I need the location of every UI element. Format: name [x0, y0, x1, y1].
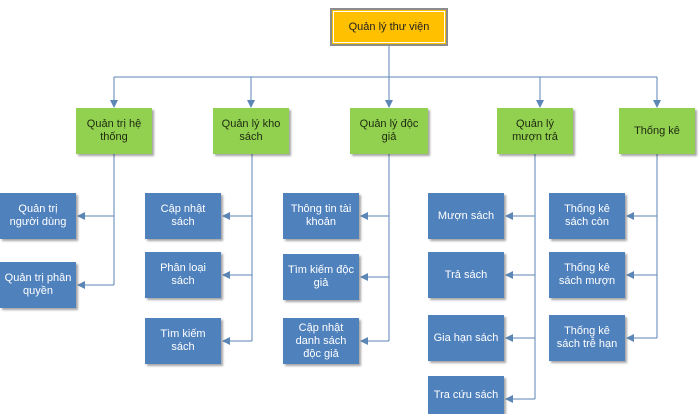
leaf-label: Tra cứu sách [433, 388, 499, 401]
leaf-thong-ke-sach-muon: Thống kê sách mượn [549, 252, 625, 298]
category-quan-tri-he-thong: Quản trị hệ thống [76, 108, 152, 154]
leaf-tim-kiem-doc-gia: Tìm kiếm độc giả [283, 254, 359, 300]
leaf-tra-sach: Trả sách [428, 252, 504, 298]
category-label: Quản lý độc giả [359, 118, 419, 143]
leaf-tim-kiem-sach: Tìm kiếm sách [145, 318, 221, 364]
leaf-phan-loai-sach: Phân loại sách [145, 252, 221, 298]
category-quan-ly-doc-gia: Quản lý độc giả [350, 108, 428, 154]
leaf-label: Cập nhật sách [160, 203, 206, 228]
category-thong-ke: Thống kê [619, 108, 695, 154]
leaf-label: Thống kê sách còn [564, 203, 610, 228]
category-label: Quản lý mượn trả [512, 118, 558, 143]
leaf-cap-nhat-danh-sach-doc-gia: Cập nhật danh sách độc giả [283, 318, 359, 364]
leaf-thong-ke-sach-con: Thống kê sách còn [549, 193, 625, 239]
leaf-label: Gia hạn sách [433, 331, 499, 344]
leaf-label: Phân loại sách [160, 262, 206, 287]
leaf-tra-cuu-sach: Tra cứu sách [428, 376, 504, 414]
leaf-label: Thông tin tài khoản [290, 203, 352, 228]
leaf-quan-tri-nguoi-dung: Quản trị người dùng [0, 193, 76, 239]
category-label: Quản lý kho sách [221, 118, 281, 143]
leaf-label: Tìm kiếm độc giả [287, 264, 354, 289]
category-label: Thống kê [634, 124, 680, 137]
root-node: Quản lý thư viện [330, 8, 448, 46]
category-quan-ly-muon-tra: Quản lý mượn trả [497, 108, 573, 154]
leaf-label: Trả sách [444, 268, 488, 281]
leaf-thong-ke-sach-tre-han: Thống kê sách trễ hạn [549, 315, 625, 361]
category-label: Quản trị hệ thống [86, 118, 142, 143]
root-label: Quản lý thư viện [348, 20, 430, 33]
leaf-label: Thống kê sách trễ hạn [556, 325, 618, 350]
leaf-quan-tri-phan-quyen: Quản trị phân quyền [0, 262, 76, 308]
leaf-label: Mượn sách [437, 209, 495, 222]
leaf-gia-han-sach: Gia hạn sách [428, 315, 504, 361]
leaf-cap-nhat-sach: Cập nhật sách [145, 193, 221, 239]
leaf-muon-sach: Mượn sách [428, 193, 504, 239]
leaf-label: Thống kê sách mượn [558, 262, 616, 287]
category-quan-ly-kho-sach: Quản lý kho sách [213, 108, 289, 154]
leaf-thong-tin-tai-khoan: Thông tin tài khoản [283, 193, 359, 239]
leaf-label: Cập nhật danh sách độc giả [295, 321, 347, 360]
leaf-label: Quản trị người dùng [9, 203, 67, 228]
leaf-label: Tìm kiếm sách [160, 328, 206, 353]
leaf-label: Quản trị phân quyền [4, 272, 72, 297]
